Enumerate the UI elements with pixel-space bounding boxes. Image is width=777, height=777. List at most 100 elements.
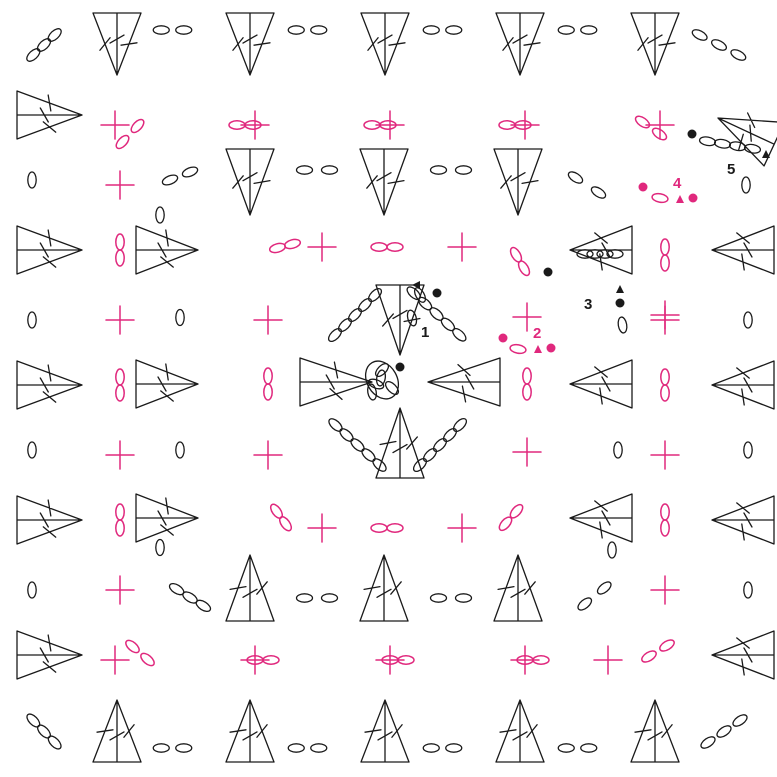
treble-cluster-symbol (17, 91, 82, 139)
chain-symbol (156, 207, 164, 223)
chain-symbol (284, 238, 302, 250)
chain-symbol (658, 638, 676, 654)
chain-symbol (523, 368, 531, 384)
chain-symbol (661, 239, 669, 255)
chain-symbol (558, 26, 574, 34)
chain-symbol (715, 724, 733, 740)
treble-cluster-symbol (361, 700, 409, 762)
treble-cluster-symbol (570, 360, 632, 408)
chain-symbol (661, 520, 669, 536)
single-crochet-symbol (101, 111, 129, 139)
end-marker-symbol (762, 150, 770, 158)
treble-cluster-symbol (361, 13, 409, 75)
chain-symbol (699, 735, 717, 751)
slip-stitch-symbol (544, 268, 553, 277)
single-crochet-symbol (308, 233, 336, 261)
end-marker-symbol (534, 345, 542, 353)
treble-cluster-symbol (300, 358, 372, 406)
chain-symbol (124, 638, 142, 655)
chain-symbol (129, 117, 146, 134)
single-crochet-symbol (651, 441, 679, 469)
chain-symbol (161, 173, 179, 187)
chain-symbol (387, 243, 403, 251)
chain-symbol (617, 316, 628, 333)
treble-cluster-symbol (136, 226, 198, 274)
chain-symbol (194, 598, 212, 614)
chain-symbol (456, 594, 472, 602)
single-crochet-symbol (513, 438, 541, 466)
chain-symbol (371, 457, 388, 474)
chain-symbol (360, 447, 377, 464)
chain-symbol (456, 166, 472, 174)
single-crochet-symbol (106, 441, 134, 469)
chain-symbol (269, 242, 287, 254)
slip-stitch-symbol (499, 334, 508, 343)
chain-symbol (153, 26, 169, 34)
round-label-4: 4 (673, 175, 682, 192)
chain-symbol (139, 651, 157, 668)
chain-symbol (710, 38, 728, 53)
chain-symbol (297, 594, 313, 602)
chain-symbol (116, 369, 124, 385)
single-crochet-symbol (106, 576, 134, 604)
treble-cluster-symbol (136, 360, 198, 408)
round-label-3: 3 (584, 296, 592, 313)
chain-symbol (25, 46, 42, 63)
treble-cluster-symbol (360, 149, 408, 215)
chain-symbol (423, 744, 439, 752)
chain-symbol (288, 26, 304, 34)
treble-cluster-symbol (494, 555, 542, 621)
chain-symbol (614, 442, 622, 458)
chain-symbol (446, 744, 462, 752)
chain-symbol (375, 369, 386, 386)
slip-stitch-symbol (689, 194, 698, 203)
round-label-5: 5 (727, 161, 735, 178)
chain-symbol (346, 306, 363, 323)
single-crochet-symbol (651, 576, 679, 604)
chain-symbol (428, 306, 445, 323)
treble-cluster-symbol (136, 494, 198, 542)
chain-symbol (35, 723, 52, 740)
treble-cluster-symbol (360, 555, 408, 621)
treble-cluster-symbol (496, 700, 544, 762)
treble-cluster-symbol (17, 226, 82, 274)
chain-symbol (277, 515, 293, 533)
round-label-1: 1 (421, 324, 429, 341)
chain-symbol (264, 384, 272, 400)
treble-cluster-symbol (17, 631, 82, 679)
chain-symbol (640, 649, 658, 665)
chain-symbol (441, 426, 458, 443)
chain-symbol (431, 594, 447, 602)
slip-stitch-symbol (639, 183, 648, 192)
treble-cluster-symbol (570, 494, 632, 542)
single-crochet-symbol (308, 514, 336, 542)
chain-symbol (744, 582, 752, 598)
round-1: 1 (300, 281, 500, 478)
treble-cluster-symbol (226, 149, 274, 215)
chain-symbol (451, 416, 468, 433)
treble-cluster-symbol (631, 13, 679, 75)
chain-symbol (661, 385, 669, 401)
chain-symbol (116, 504, 124, 520)
treble-cluster-symbol (712, 496, 774, 544)
chain-symbol (691, 28, 709, 43)
chain-symbol (181, 165, 199, 179)
chain-symbol (322, 594, 338, 602)
treble-cluster-symbol (226, 13, 274, 75)
chain-symbol (371, 243, 387, 251)
chain-symbol (46, 734, 63, 751)
chain-symbol (25, 712, 42, 729)
slip-stitch-symbol (433, 289, 442, 298)
chain-symbol (744, 143, 761, 154)
single-crochet-symbol (511, 646, 539, 674)
chain-symbol (590, 185, 608, 201)
single-crochet-symbol (448, 514, 476, 542)
chain-symbol (651, 192, 668, 203)
end-marker-symbol (616, 285, 624, 293)
treble-cluster-symbol (631, 700, 679, 762)
chain-symbol (349, 437, 366, 454)
chain-symbol (46, 26, 63, 43)
chain-symbol (326, 326, 343, 343)
treble-cluster-symbol (496, 13, 544, 75)
chain-symbol (567, 170, 585, 186)
